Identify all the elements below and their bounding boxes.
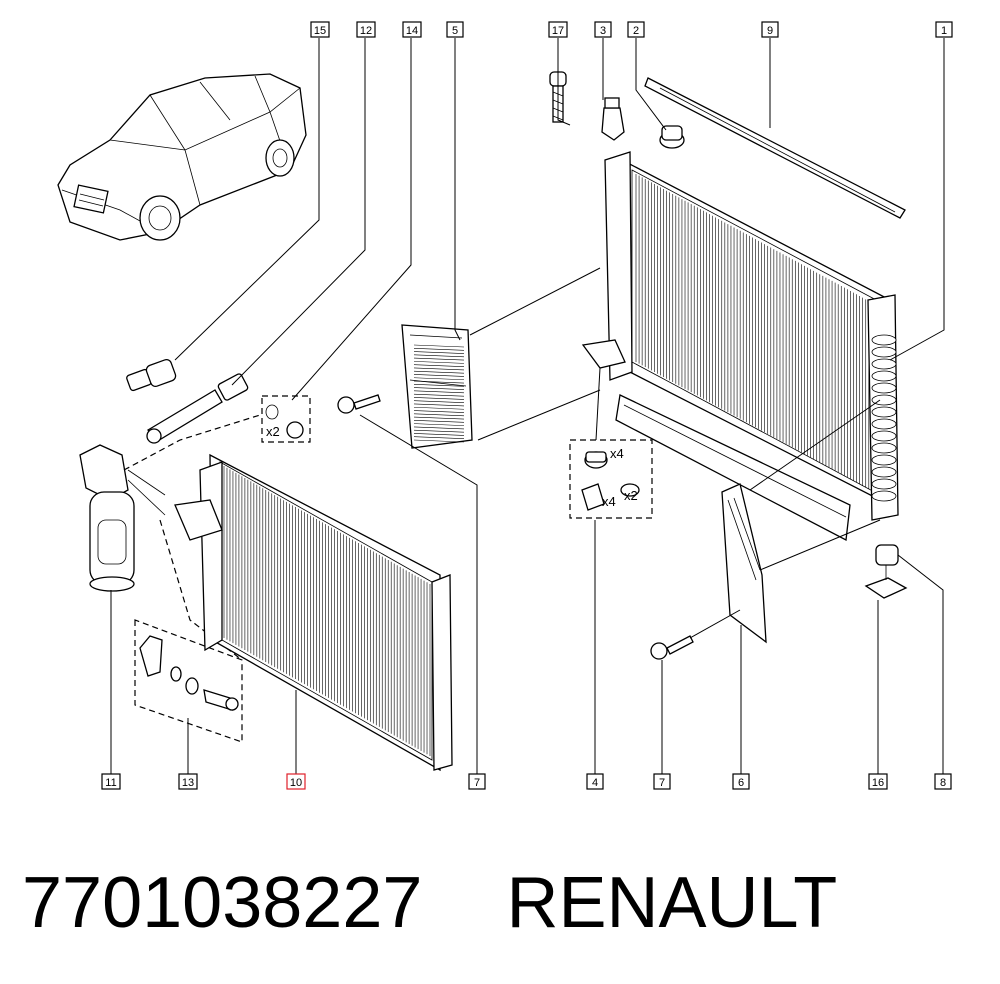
- car-illustration: [57, 73, 307, 241]
- callouts-top: 15 12 14 5 17 3 2 9 1: [310, 21, 953, 38]
- callout-top-9: 1: [941, 25, 947, 37]
- grommet: [659, 125, 685, 149]
- callouts-bottom: 11 13 10 7 4 7 6 16 8: [101, 773, 952, 790]
- receiver-drier: [79, 444, 166, 592]
- seal-kit: x2: [261, 395, 311, 443]
- leader-lines: [110, 38, 945, 774]
- air-deflector-upper: [401, 324, 473, 449]
- callout-top-7: 2: [633, 25, 639, 37]
- mount-top-quantity: x4: [610, 446, 624, 461]
- part-number: 7701038227: [22, 863, 423, 943]
- callout-bottom-2: 13: [182, 777, 194, 789]
- seal-strip: [644, 77, 906, 219]
- lower-seal: [615, 394, 851, 542]
- clip: [601, 97, 625, 141]
- callout-top-6: 3: [600, 25, 606, 37]
- mount-right-quantity: x2: [624, 488, 638, 503]
- callout-top-5: 17: [552, 25, 564, 37]
- lower-mount: [864, 544, 908, 599]
- callout-top-4: 5: [452, 25, 458, 37]
- air-deflector-lower: [721, 483, 767, 644]
- callout-bottom-8: 16: [872, 777, 884, 789]
- condenser: [174, 453, 453, 772]
- radiator: [581, 151, 899, 521]
- callout-bottom-highlighted: 10: [290, 777, 302, 789]
- mount-kit: x4 x2 x4: [569, 439, 653, 519]
- callout-bottom-9: 8: [940, 777, 946, 789]
- callout-bottom-7: 6: [738, 777, 744, 789]
- callout-top-1: 15: [314, 25, 326, 37]
- callout-bottom-1: 11: [105, 777, 116, 789]
- pressure-switch: [126, 358, 177, 392]
- pipe-connector: [146, 373, 249, 444]
- product-caption: 7701038227 RENAULT: [22, 858, 982, 948]
- screw-right: [650, 635, 694, 660]
- callout-top-3: 14: [406, 25, 418, 37]
- brand-name: RENAULT: [506, 863, 838, 943]
- callout-top-8: 9: [767, 25, 773, 37]
- exploded-parts-diagram: x2: [57, 21, 953, 790]
- callout-top-2: 12: [360, 25, 372, 37]
- screw-left: [337, 394, 381, 414]
- mount-clip-quantity: x4: [602, 494, 616, 509]
- callout-bottom-6: 7: [659, 777, 665, 789]
- callout-bottom-4: 7: [474, 777, 480, 789]
- seal-quantity: x2: [266, 424, 280, 439]
- callout-bottom-5: 4: [592, 777, 598, 789]
- fastener-kit: [134, 619, 243, 743]
